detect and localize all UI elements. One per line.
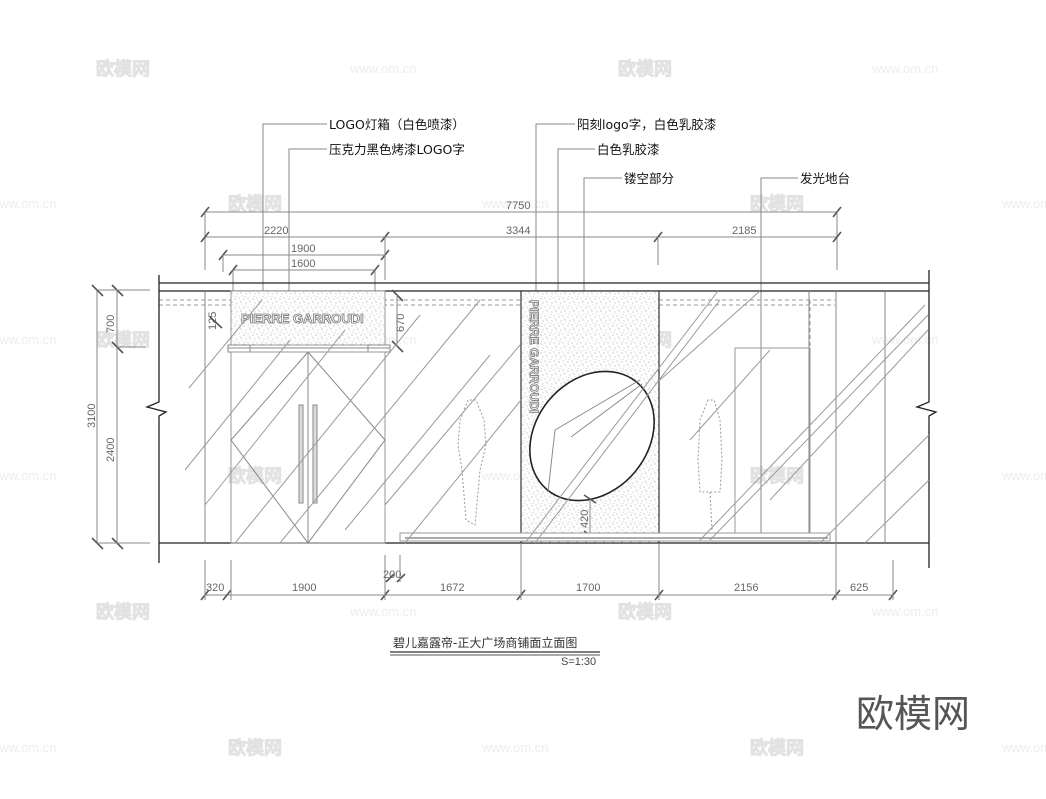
- dim-bottom-7: 625: [850, 582, 868, 594]
- drawing-title: 碧儿嘉露帝-正大广场商铺面立面图: [393, 635, 577, 650]
- watermark-brand: 欧模网: [228, 737, 282, 759]
- glass-reflection-lines: [184, 290, 930, 544]
- watermark-url: www.om.cn: [871, 61, 938, 76]
- watermark-url: www.om.cn: [481, 740, 548, 755]
- center-display-panel: PIERRE GARROUDI 420: [520, 290, 660, 544]
- label-engraved-logo: 阳刻logo字，白色乳胶漆: [577, 117, 716, 132]
- leader-line: [760, 177, 798, 537]
- right-window: [399, 300, 831, 542]
- mannequin-right: [697, 399, 723, 493]
- watermark-url: www.om.cn: [0, 740, 56, 755]
- drawing-scale: S=1:30: [561, 656, 596, 668]
- watermark-brand: 欧模网: [228, 465, 282, 487]
- watermark-brand: 欧模网: [96, 601, 150, 623]
- watermark-url: www.om.cn: [871, 604, 938, 619]
- label-logo-lightbox: LOGO灯箱（白色喷漆）: [329, 117, 465, 132]
- label-hollow-part: 镂空部分: [624, 171, 674, 186]
- watermark-url: www.om.cn: [0, 332, 56, 347]
- dim-door-inner: 1600: [291, 258, 315, 270]
- right-break-line: [914, 270, 938, 568]
- dim-segment-right: 2185: [732, 225, 756, 237]
- dim-bottom-4: 1672: [440, 582, 464, 594]
- watermark-brand: 欧模网: [96, 58, 150, 80]
- watermark-brand: 欧模网: [750, 737, 804, 759]
- logo-lightbox: PIERRE GARROUDI 670: [227, 289, 407, 353]
- dim-segment-left: 2220: [264, 225, 288, 237]
- top-dimensions: 7750 2220 3344 2185 1900 1600: [200, 200, 842, 292]
- label-lit-platform: 发光地台: [800, 171, 850, 186]
- watermark-url: www.om.cn: [1001, 740, 1046, 755]
- watermark-brand: 欧模网: [750, 193, 804, 215]
- leader-line: [535, 123, 575, 334]
- leader-line: [262, 123, 327, 300]
- mannequin-left: [457, 399, 487, 526]
- dim-bottom-3: 200: [383, 569, 401, 581]
- mannequins: [457, 399, 723, 531]
- title-block: 碧儿嘉露帝-正大广场商铺面立面图 S=1:30: [390, 635, 600, 668]
- dim-bottom-1: 320: [206, 582, 224, 594]
- leader-line: [288, 148, 327, 318]
- left-dimensions: 3100 700 2400 125: [86, 284, 223, 550]
- watermark-brand: 欧模网: [750, 465, 804, 487]
- dim-oval-bottom: 420: [579, 510, 591, 528]
- dim-bottom-2: 1900: [292, 582, 316, 594]
- watermark-brand: 欧模网: [96, 329, 150, 351]
- dim-segment-middle: 3344: [506, 225, 530, 237]
- watermark-brand: 欧模网: [618, 601, 672, 623]
- label-acrylic-logo: 压克力黑色烤漆LOGO字: [329, 142, 465, 157]
- corner-brand-watermark: 欧模网: [856, 692, 970, 736]
- watermark-url: www.om.cn: [1001, 468, 1046, 483]
- watermark-url: www.om.cn: [0, 468, 56, 483]
- panel-vertical-logo: PIERRE GARROUDI: [527, 300, 541, 413]
- watermark-url: www.om.cn: [481, 196, 548, 211]
- watermark-url: www.om.cn: [1001, 196, 1046, 211]
- dim-door-outer: 1900: [291, 243, 315, 255]
- dim-upper-height: 700: [105, 315, 117, 333]
- leader-line: [557, 148, 595, 360]
- annotation-leaders: LOGO灯箱（白色喷漆） 压克力黑色烤漆LOGO字 阳刻logo字，白色乳胶漆 …: [260, 117, 850, 540]
- dim-overall-width: 7750: [506, 200, 530, 212]
- watermark-brand: 欧模网: [228, 193, 282, 215]
- dim-lower-height: 2400: [105, 438, 117, 462]
- watermark-url: www.om.cn: [349, 604, 416, 619]
- watermark-brand: 欧模网: [618, 58, 672, 80]
- label-white-latex: 白色乳胶漆: [597, 142, 660, 157]
- entrance-doors: [230, 351, 386, 544]
- bottom-dimensions: 320 1900 200 1672 1700 2156 625: [200, 543, 898, 601]
- sign-logo-text: PIERRE GARROUDI: [241, 311, 364, 326]
- dim-bottom-5: 1700: [576, 582, 600, 594]
- left-break-line: [144, 275, 168, 563]
- dim-sign-right: 670: [395, 314, 407, 332]
- watermark-url: www.om.cn: [0, 196, 56, 211]
- dim-bottom-6: 2156: [734, 582, 758, 594]
- watermark-url: www.om.cn: [349, 61, 416, 76]
- hollow-oval-cutout: [529, 370, 655, 502]
- dim-overall-height: 3100: [86, 404, 98, 428]
